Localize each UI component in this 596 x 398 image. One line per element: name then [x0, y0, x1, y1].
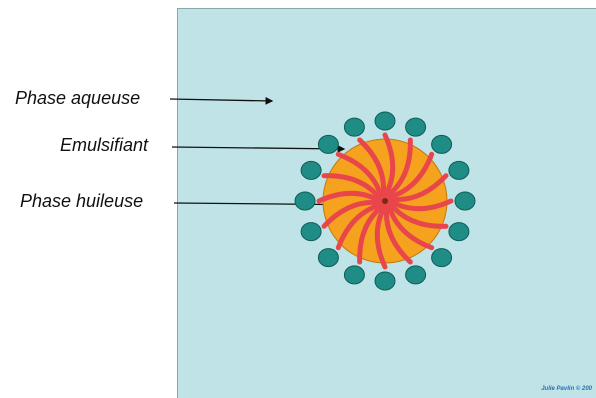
label-oil-phase: Phase huileuse	[20, 191, 143, 212]
micelle-core	[382, 198, 388, 204]
polar-head-icon	[406, 118, 426, 136]
polar-head-icon	[295, 192, 315, 210]
polar-head-icon	[375, 272, 395, 290]
aqueous-arrow	[170, 99, 272, 101]
polar-head-icon	[455, 192, 475, 210]
polar-head-icon	[344, 266, 364, 284]
micelle-droplet-icon	[295, 112, 475, 290]
polar-head-icon	[301, 161, 321, 179]
label-aqueous-phase: Phase aqueuse	[15, 88, 140, 109]
polar-head-icon	[449, 161, 469, 179]
author-credit: Julie Pavlin © 200	[541, 386, 592, 392]
polar-head-icon	[344, 118, 364, 136]
polar-head-icon	[432, 135, 452, 153]
polar-head-icon	[375, 112, 395, 130]
polar-head-icon	[318, 249, 338, 267]
polar-head-icon	[432, 249, 452, 267]
polar-head-icon	[318, 135, 338, 153]
polar-head-icon	[301, 223, 321, 241]
emulsifier-arrow	[172, 147, 344, 149]
label-emulsifier: Emulsifiant	[60, 135, 148, 156]
polar-head-icon	[406, 266, 426, 284]
polar-head-icon	[449, 223, 469, 241]
